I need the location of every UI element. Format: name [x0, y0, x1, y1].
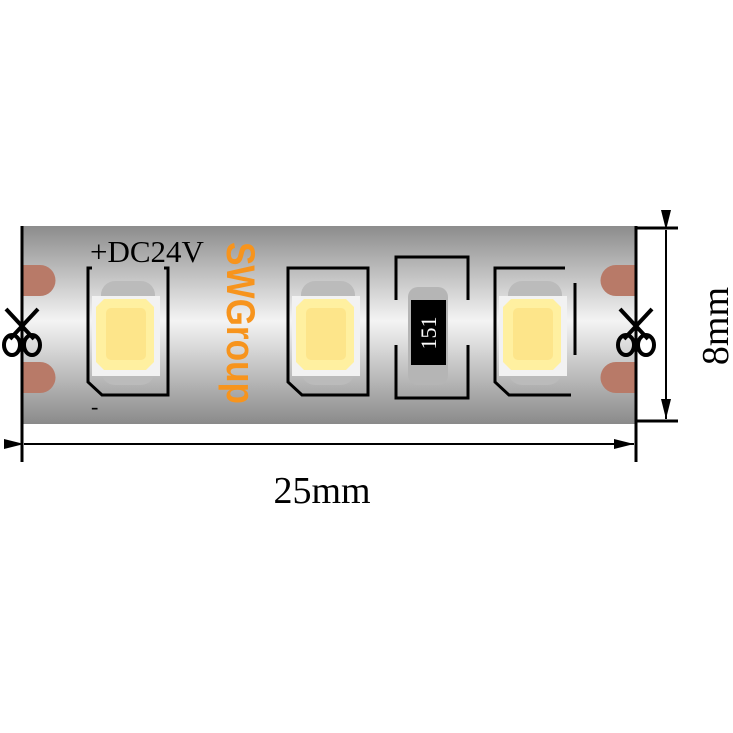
- width-dimension: 25mm: [273, 470, 370, 512]
- scissors-icon: [616, 307, 656, 357]
- height-dimension: 8mm: [695, 287, 733, 365]
- led-chip-1: [86, 266, 170, 397]
- resistor: 151: [394, 255, 470, 400]
- led-chip-3: [493, 266, 577, 397]
- voltage-label: +DC24V: [90, 234, 205, 269]
- brand-logo: SWGroup: [218, 242, 262, 404]
- copper-pads: [22, 265, 636, 393]
- scissors-icon: [2, 307, 42, 357]
- led-chip-2: [286, 266, 370, 397]
- dimension-lines: [20, 226, 678, 462]
- resistor-code: 151: [416, 317, 441, 350]
- negative-label: -: [91, 394, 98, 419]
